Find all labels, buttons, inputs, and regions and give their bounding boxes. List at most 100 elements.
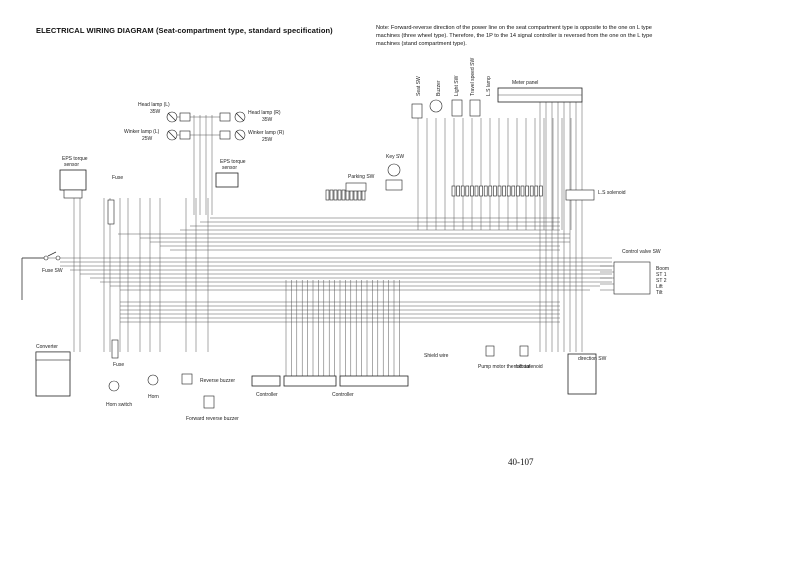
connector-pin xyxy=(333,189,338,201)
connector-pin xyxy=(329,189,334,201)
reverse-buzzer-symbol xyxy=(181,373,193,385)
horn-switch-symbol xyxy=(108,380,120,392)
connector-pin xyxy=(357,189,362,201)
winker-lamp-r-watt: 25W xyxy=(262,137,273,143)
controller-main-label: Controller xyxy=(332,392,354,398)
connector-pin xyxy=(497,185,502,197)
ls-lamp-label: L.S lamp xyxy=(486,76,492,96)
head-lamp-r-label: Head lamp (R) xyxy=(248,110,281,116)
fuse-top-symbol xyxy=(107,199,115,225)
connector-pin xyxy=(534,185,539,197)
page-number: 40-107 xyxy=(508,457,534,467)
head-lamp-right xyxy=(219,111,246,123)
connector-pin xyxy=(525,185,529,197)
connector-pin xyxy=(465,185,470,197)
connector-pin xyxy=(345,189,350,201)
parking-switch xyxy=(345,182,367,192)
parking-sw-label: Parking SW xyxy=(348,174,375,180)
fuse-switch xyxy=(21,251,61,300)
horn-symbol xyxy=(147,374,159,386)
winker-lamp-l-watt: 25W xyxy=(142,136,153,142)
diagram-title: ELECTRICAL WIRING DIAGRAM (Seat-compartm… xyxy=(36,26,333,35)
head-lamp-r-watt: 35W xyxy=(262,117,273,123)
travel-speed-sw-label: Travel speed SW xyxy=(470,58,476,96)
direction-switch-box xyxy=(567,353,597,395)
control-valve-switch xyxy=(613,261,651,295)
connector-pin xyxy=(353,189,358,201)
horn-switch-label: Horn switch xyxy=(106,402,132,408)
lift-label: Lift xyxy=(656,284,663,290)
eps-torque-label-top: EPS torque xyxy=(62,156,88,162)
connector-pin xyxy=(520,185,525,197)
controller-right-block xyxy=(339,375,409,387)
wire-harness xyxy=(22,102,614,376)
converter-label: Converter xyxy=(36,344,58,350)
winker-lamp-r-label: Winker lamp (R) xyxy=(248,130,284,136)
connector-pin xyxy=(451,185,456,197)
forward-reverse-buzzer-symbol xyxy=(203,395,215,409)
fuse-top-label: Fuse xyxy=(112,175,123,181)
connector-pin xyxy=(488,185,493,197)
reverse-buzzer-label: Reverse buzzer xyxy=(200,378,235,384)
connector-pin xyxy=(474,185,479,197)
head-lamp-l-watt: 35W xyxy=(150,109,161,115)
fuse-bottom-symbol xyxy=(111,339,119,359)
st2-label: ST 2 xyxy=(656,278,667,284)
connector-pin xyxy=(361,189,366,201)
ls-solenoid-connector xyxy=(565,189,595,201)
winker-lamp-right xyxy=(219,129,246,141)
connector-pin xyxy=(516,185,520,197)
connector-pin xyxy=(337,189,342,201)
eps-torque-label-mid2: sensor xyxy=(222,165,237,171)
boom-label: Boom xyxy=(656,266,669,272)
connector-pin xyxy=(349,189,354,201)
connector-pin xyxy=(456,185,460,197)
control-valve-sw-label: Control valve SW xyxy=(622,249,661,255)
connector-pin xyxy=(502,185,506,197)
pump-motor-label: Pump motor thermostat xyxy=(478,364,531,370)
lift-solenoid-label: Lift solenoid xyxy=(516,364,543,370)
connector-pin xyxy=(511,185,516,197)
connector-pin xyxy=(470,185,474,197)
eps-torque-sensor-top xyxy=(59,169,87,191)
ls-solenoid-label: L.S solenoid xyxy=(598,190,626,196)
controller-left-block xyxy=(283,375,337,387)
pump-motor-symbol xyxy=(485,345,495,357)
connector-pin xyxy=(529,185,534,197)
connector-pin xyxy=(341,189,346,201)
head-lamp-left xyxy=(166,111,191,123)
horn-label: Horn xyxy=(148,394,159,400)
eps-torque-sensor-mid xyxy=(215,172,239,188)
connector-pin xyxy=(506,185,511,197)
fuse-sw-label: Fuse SW xyxy=(42,268,63,274)
key-switch xyxy=(385,163,403,191)
top-switch-group xyxy=(411,99,481,119)
forward-reverse-buzzer-label: Forward reverse buzzer xyxy=(186,416,239,422)
eps-torque-label-top2: sensor xyxy=(64,162,79,168)
tilt-label: Tilt xyxy=(656,290,663,296)
controller-small xyxy=(251,375,281,387)
fuse-bottom-label: Fuse xyxy=(113,362,124,368)
winker-lamp-left xyxy=(166,129,191,141)
lift-solenoid-symbol xyxy=(519,345,529,357)
light-sw-label: Light SW xyxy=(454,75,460,96)
direction-sw-label: direction SW xyxy=(578,356,607,362)
eps-torque-label-mid: EPS torque xyxy=(220,159,246,165)
key-sw-label: Key SW xyxy=(386,154,404,160)
connector-pin xyxy=(539,185,543,197)
controller-small-label: Controller xyxy=(256,392,278,398)
connector-pin xyxy=(483,185,488,197)
seat-sw-label: Seat SW xyxy=(416,76,422,96)
shield-wire-label: Shield wire xyxy=(424,353,449,359)
connector-pin xyxy=(460,185,465,197)
connector-pin xyxy=(479,185,483,197)
connector-pin xyxy=(493,185,497,197)
meter-panel-label: Meter panel xyxy=(512,80,538,86)
st1-label: ST 1 xyxy=(656,272,667,278)
buzzer-label: Buzzer xyxy=(436,80,442,96)
head-lamp-l-label: Head lamp (L) xyxy=(138,102,170,108)
connector-pin xyxy=(325,189,330,201)
diagram-note: Note: Forward-reverse direction of the p… xyxy=(376,25,653,47)
winker-lamp-l-label: Winker lamp (L) xyxy=(124,129,160,135)
